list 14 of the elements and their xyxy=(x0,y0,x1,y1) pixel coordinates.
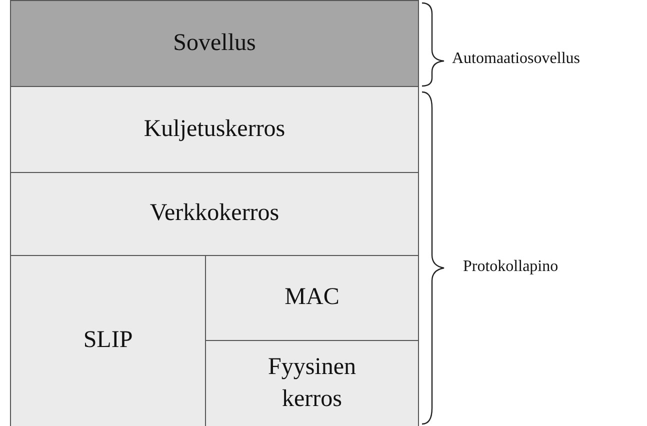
brace-label: Protokollapino xyxy=(463,258,558,276)
link-layer xyxy=(10,255,206,426)
network-layer xyxy=(10,172,419,256)
layer-label: Fyysinen kerros xyxy=(266,353,357,414)
brace-label: Automaatiosovellus xyxy=(452,50,580,68)
layer-label: Verkkokerros xyxy=(150,199,280,228)
layer-label: SLIP xyxy=(83,326,133,356)
physical-layer xyxy=(205,340,419,426)
mac-layer xyxy=(205,255,419,341)
layer-label: Sovellus xyxy=(173,28,256,58)
layer-label: Kuljetuskerros xyxy=(144,114,286,144)
transport-layer xyxy=(10,86,419,173)
application-layer xyxy=(10,0,419,87)
layer-label: MAC xyxy=(284,283,340,312)
